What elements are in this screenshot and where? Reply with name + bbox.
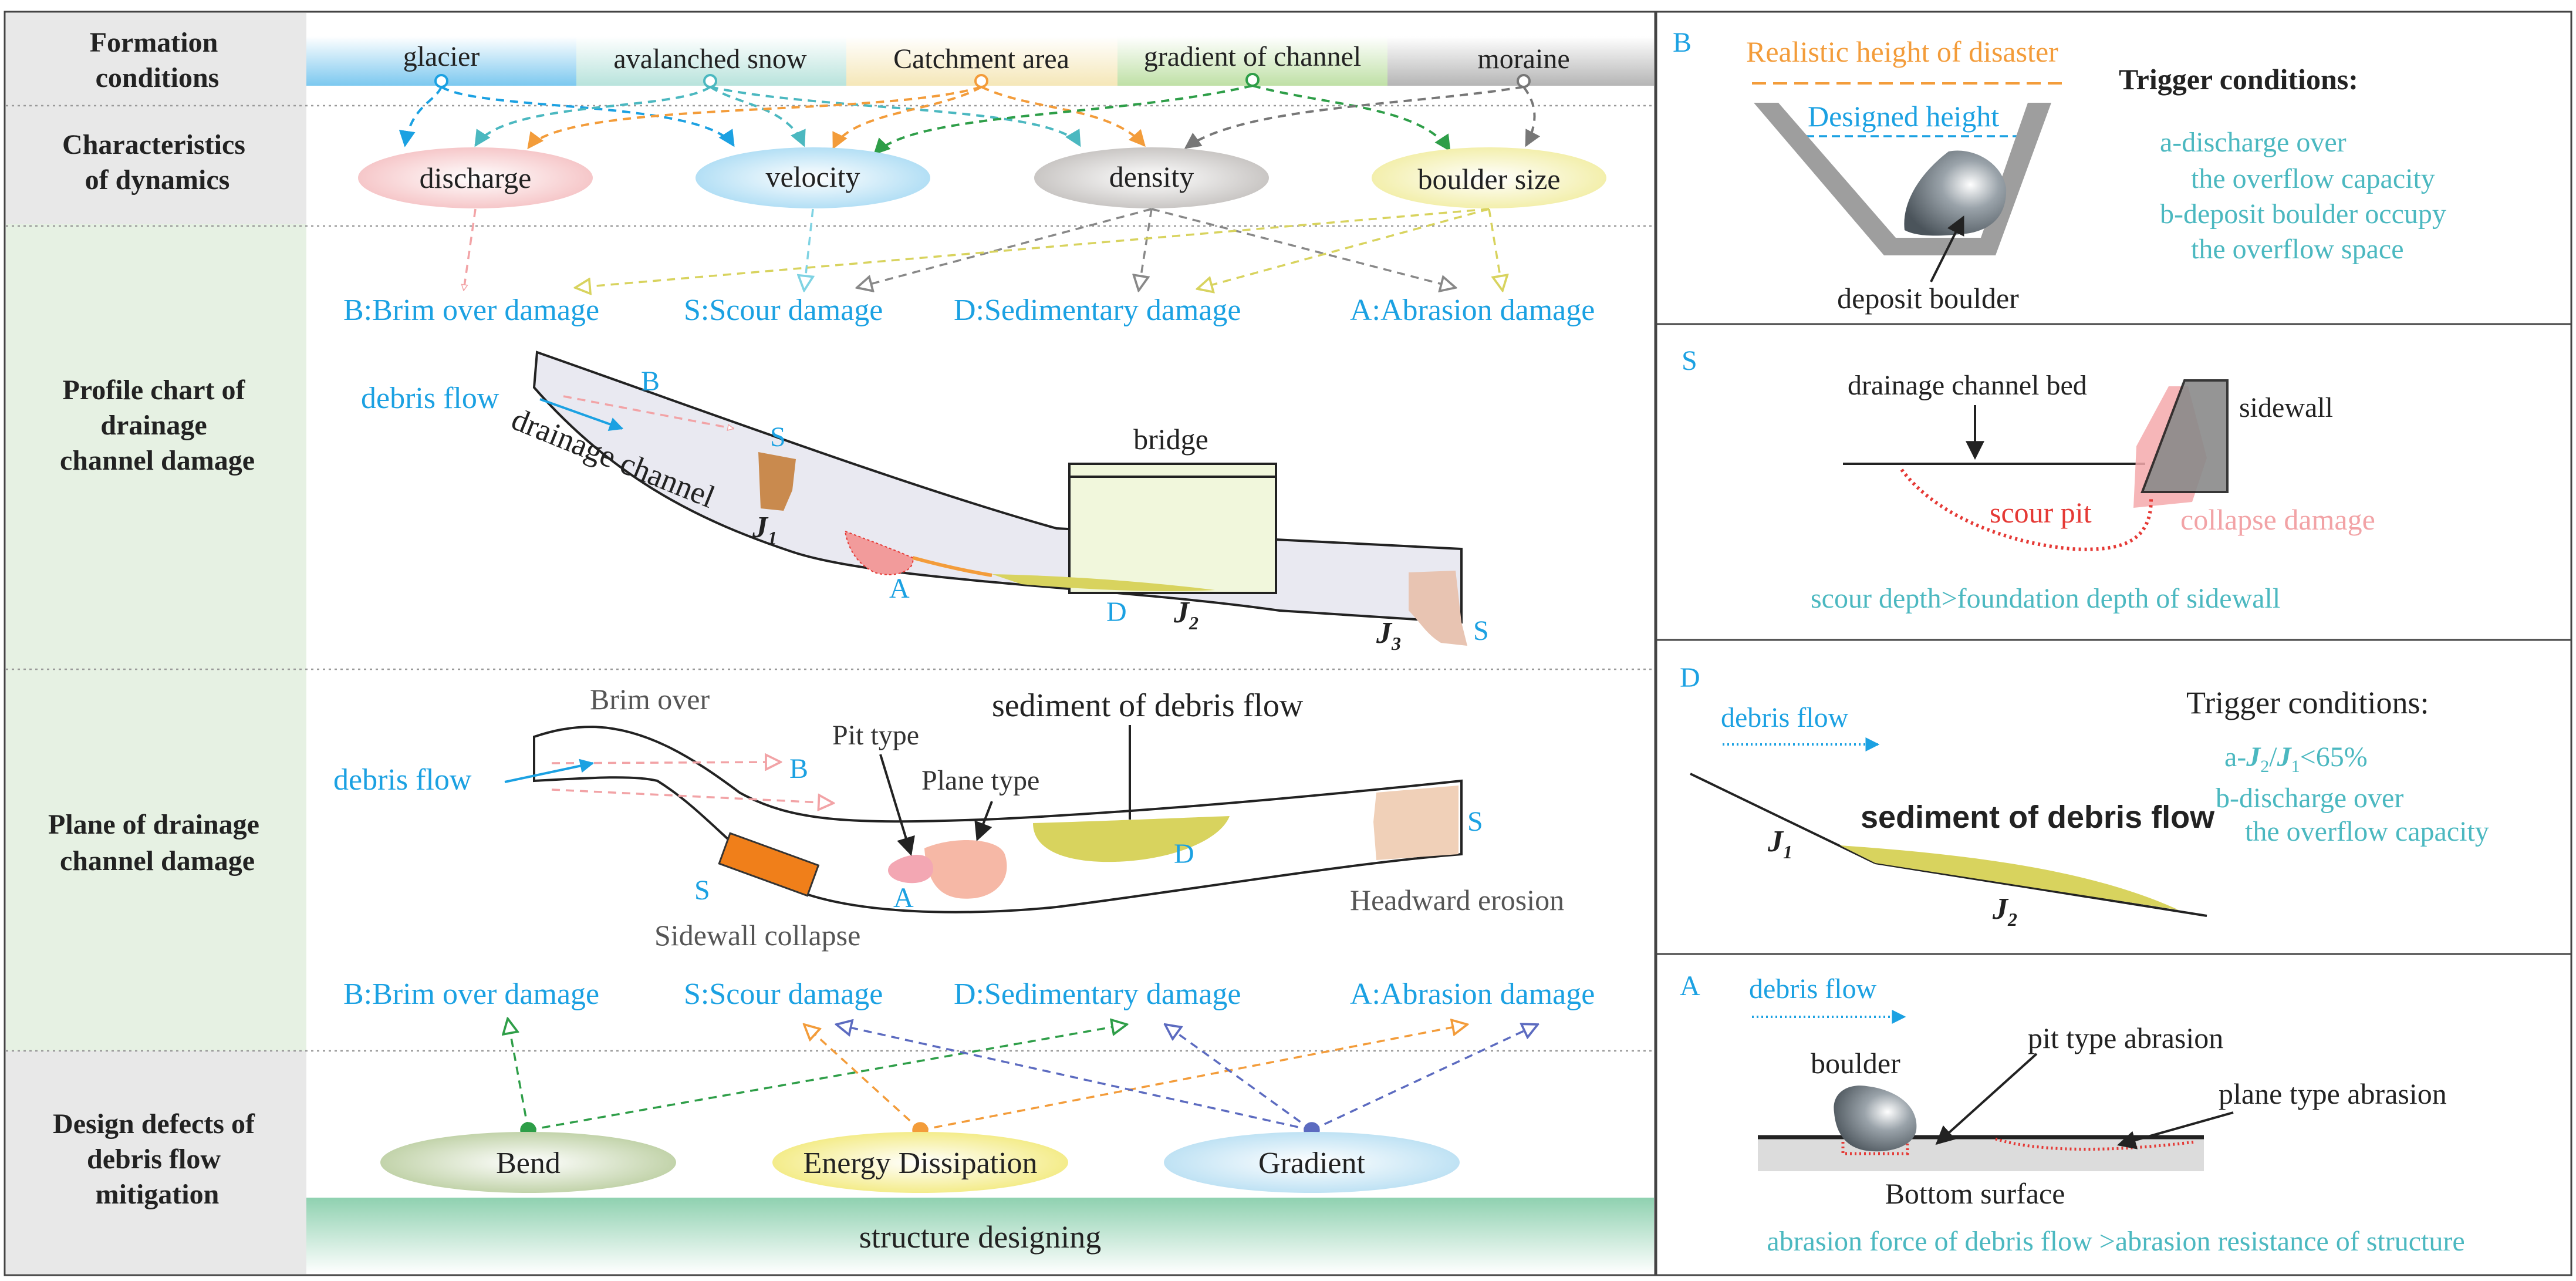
dynamics-items: discharge velocity density boulder size (358, 147, 1606, 208)
damage-types-top: B:Brim over damage S:Scour damage D:Sedi… (343, 294, 1595, 327)
box-D-trigger-title: Trigger conditions: (2186, 685, 2429, 720)
box-S-condition: scour depth>foundation depth of sidewall (1811, 583, 2280, 614)
profile-J2: J2 (1173, 596, 1198, 633)
box-A-debris-flow: debris flow (1749, 973, 1877, 1004)
plane-chart: debris flow Brim over B Pit type Plane t… (333, 683, 1564, 952)
plane-D: D (1174, 838, 1194, 869)
profile-D: D (1106, 596, 1127, 628)
row-label-dynamics: Characteristics of dynamics (62, 129, 252, 195)
plane-plane-type: Plane type (921, 765, 1039, 796)
damage-brim-over: B:Brim over damage (343, 294, 599, 327)
box-A-plane-abrasion: plane type abrasion (2219, 1077, 2447, 1110)
defect-bend: Bend (496, 1147, 561, 1180)
box-D-J1: J1 (1767, 825, 1792, 862)
plane-sidewall-collapse: Sidewall collapse (654, 919, 860, 952)
defect-energy-dissipation: Energy Dissipation (803, 1147, 1037, 1180)
box-S: S drainage channel bed sidewall scour pi… (1682, 345, 2375, 614)
row-label-plane: Plane of drainage channel damage (48, 809, 266, 877)
box-S-letter: S (1682, 345, 1697, 376)
plane-sediment: sediment of debris flow (992, 687, 1304, 724)
box-D-cond2: b-discharge over the overflow capacity (2216, 783, 2489, 847)
box-D-cond1: a-J2/J1<65% (2224, 741, 2368, 776)
box-D-sediment: sediment of debris flow (1861, 800, 2215, 835)
box-A-letter: A (1680, 970, 1700, 1002)
row-label-defects: Design defects of debris flow mitigation (53, 1108, 262, 1210)
plane-pit-type: Pit type (832, 720, 919, 751)
dyn-velocity: velocity (765, 160, 860, 193)
damage-abrasion: A:Abrasion damage (1350, 294, 1595, 327)
box-B-letter: B (1673, 27, 1692, 58)
box-B-trigger-title: Trigger conditions: (2119, 63, 2358, 96)
damage-scour-bottom: S:Scour damage (684, 977, 883, 1011)
dyn-boulder-size: boulder size (1418, 163, 1561, 195)
damage-brim-over-bottom: B:Brim over damage (343, 977, 599, 1011)
profile-B: B (641, 366, 660, 397)
dynamics-to-damage-arrows (464, 208, 1503, 291)
formation-factors: glacier avalanched snow Catchment area g… (306, 36, 1654, 86)
box-B-cond1: a-discharge over the overflow capacity (2160, 127, 2435, 194)
structure-designing: structure designing (859, 1219, 1101, 1255)
right-panel: B Realistic height of disaster Designed … (1655, 11, 2572, 1276)
defect-items: Bend Energy Dissipation Gradient (380, 1132, 1460, 1193)
box-B-realistic: Realistic height of disaster (1746, 35, 2058, 68)
dyn-discharge: discharge (420, 161, 532, 194)
damage-sedimentary: D:Sedimentary damage (954, 294, 1241, 327)
box-A-condition: abrasion force of debris flow >abrasion … (1767, 1226, 2464, 1257)
factor-catchment-area: Catchment area (893, 43, 1069, 75)
factor-moraine: moraine (1477, 43, 1569, 75)
plane-headward: Headward erosion (1350, 884, 1564, 916)
damage-sedimentary-bottom: D:Sedimentary damage (954, 977, 1241, 1011)
box-B: B Realistic height of disaster Designed … (1673, 27, 2453, 315)
formation-to-dynamics-arrows (399, 73, 1541, 156)
damage-types-bottom: B:Brim over damage S:Scour damage D:Sedi… (343, 977, 1595, 1011)
profile-J1: J1 (752, 511, 777, 548)
plane-A: A (893, 882, 914, 913)
factor-gradient-of-channel: gradient of channel (1144, 41, 1362, 72)
box-D-letter: D (1680, 662, 1700, 693)
left-panel: Formation conditions Characteristics of … (4, 11, 1656, 1276)
box-A: A debris flow boulder pit type abrasion … (1680, 970, 2465, 1257)
factor-avalanched-snow: avalanched snow (613, 43, 807, 75)
plane-S-right: S (1467, 806, 1483, 837)
box-S-collapse: collapse damage (2180, 503, 2375, 536)
plane-B: B (789, 753, 808, 784)
dyn-density: density (1109, 160, 1194, 193)
profile-S2: S (1473, 615, 1489, 646)
box-S-channel-bed: drainage channel bed (1848, 370, 2087, 401)
plane-S-left: S (694, 875, 710, 906)
row-label-profile: Profile chart of drainage channel damage (60, 375, 255, 476)
box-D-J2: J2 (1992, 892, 2017, 930)
box-A-bottom: Bottom surface (1885, 1177, 2065, 1210)
box-S-scour-pit: scour pit (1990, 496, 2092, 529)
box-B-deposit: deposit boulder (1837, 282, 2019, 315)
damage-scour: S:Scour damage (684, 294, 883, 327)
damage-abrasion-bottom: A:Abrasion damage (1350, 977, 1595, 1011)
profile-debris-flow-label: debris flow (361, 382, 499, 415)
profile-J3: J3 (1376, 616, 1401, 654)
box-A-pit-abrasion: pit type abrasion (2028, 1022, 2223, 1054)
plane-brim-over: Brim over (590, 683, 710, 716)
defect-gradient: Gradient (1258, 1147, 1365, 1180)
profile-bridge: bridge (1133, 423, 1208, 456)
box-B-cond2: b-deposit boulder occupy the overflow sp… (2160, 198, 2453, 265)
plane-debris-flow-label: debris flow (333, 763, 472, 797)
box-B-designed: Designed height (1808, 100, 1999, 133)
profile-S1: S (770, 422, 786, 453)
box-D-debris-flow: debris flow (1721, 702, 1849, 733)
box-S-sidewall: sidewall (2239, 392, 2333, 423)
profile-A: A (889, 573, 910, 604)
box-A-boulder: boulder (1811, 1047, 1900, 1080)
factor-glacier: glacier (403, 41, 480, 72)
row-label-formation: Formation conditions (90, 27, 225, 93)
box-D: D debris flow Trigger conditions: a-J2/J… (1680, 662, 2489, 930)
defect-to-damage-arrows (508, 1019, 1538, 1138)
